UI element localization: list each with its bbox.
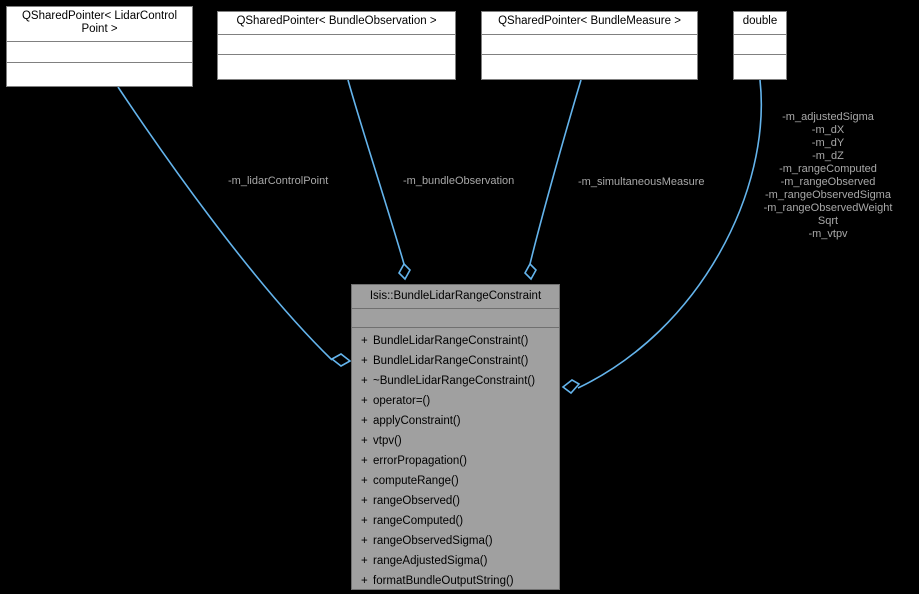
edge-label-double-members: -m_adjustedSigma -m_dX -m_dY -m_dZ -m_ra…	[738, 111, 918, 241]
aggregation-diamond-double-members	[561, 379, 581, 395]
node-title: QSharedPointer< LidarControl Point >	[7, 7, 192, 42]
method-row[interactable]: + BundleLidarRangeConstraint()	[352, 351, 559, 371]
method-visibility: +	[361, 435, 368, 447]
main-class-methods-compartment: + BundleLidarRangeConstraint() + BundleLid…	[352, 328, 559, 594]
method-row[interactable]: + vtpv()	[352, 431, 559, 451]
node-title: double	[734, 12, 786, 35]
method-visibility: +	[361, 375, 368, 387]
method-label: vtpv()	[373, 435, 402, 447]
double-member-6: -m_rangeObservedSigma	[765, 189, 891, 201]
double-member-8: Sqrt	[817, 215, 839, 227]
node-attributes-compartment	[482, 35, 697, 55]
node-operations-compartment	[734, 55, 786, 79]
method-label: rangeObservedSigma()	[373, 535, 493, 547]
aggregation-diamond-bundle-observation	[398, 262, 411, 281]
method-visibility: +	[361, 475, 368, 487]
method-visibility: +	[361, 455, 368, 467]
method-visibility: +	[361, 415, 368, 427]
double-member-2: -m_dY	[811, 137, 845, 149]
node-operations-compartment	[218, 55, 455, 79]
double-member-3: -m_dZ	[812, 150, 844, 162]
method-label: rangeObserved()	[373, 495, 460, 507]
method-row[interactable]: + rangeObserved()	[352, 491, 559, 511]
method-row[interactable]: + operator=()	[352, 391, 559, 411]
edge-label-lidar-control-point: -m_lidarControlPoint	[228, 175, 329, 187]
edge-double-members	[577, 79, 762, 389]
method-row[interactable]: + formatBundleOutputString()	[352, 571, 559, 591]
method-visibility: +	[361, 495, 368, 507]
double-member-9: -m_vtpv	[808, 228, 848, 240]
node-isis-bundlelidarrangeconstraint[interactable]: Isis::BundleLidarRangeConstraint +Bundle…	[351, 284, 560, 590]
method-visibility: +	[361, 555, 368, 567]
node-operations-compartment	[482, 55, 697, 79]
method-label: ~BundleLidarRangeConstraint()	[373, 375, 536, 387]
double-member-4: -m_rangeComputed	[779, 163, 877, 175]
aggregation-diamond-lidar-control-point	[330, 353, 352, 367]
edge-label-simultaneous-measure: -m_simultaneousMeasure	[578, 176, 705, 188]
node-attributes-compartment	[7, 42, 192, 63]
method-label: BundleLidarRangeConstraint()	[373, 355, 529, 367]
method-label: operator=()	[373, 395, 431, 407]
method-row[interactable]: + ~BundleLidarRangeConstraint()	[352, 371, 559, 391]
node-title-line-1: QSharedPointer< LidarControl	[21, 10, 178, 22]
node-title-line-2: Point >	[81, 23, 118, 35]
main-class-attributes-compartment	[352, 309, 559, 328]
method-row[interactable]: + rangeObservedSigma()	[352, 531, 559, 551]
double-member-0: -m_adjustedSigma	[782, 111, 874, 123]
method-row[interactable]: + computeRange()	[352, 471, 559, 491]
node-operations-compartment	[7, 63, 192, 86]
method-row[interactable]: + rangeComputed()	[352, 511, 559, 531]
method-label: rangeComputed()	[373, 515, 464, 527]
node-qsharedpointer-bundlemeasure[interactable]: QSharedPointer< BundleMeasure >	[481, 11, 698, 80]
method-label: computeRange()	[373, 475, 459, 487]
node-attributes-compartment	[734, 35, 786, 55]
method-visibility: +	[361, 395, 368, 407]
edge-lidar-control-point	[117, 86, 333, 361]
method-visibility: +	[361, 535, 368, 547]
method-row[interactable]: + applyConstraint()	[352, 411, 559, 431]
edge-label-bundle-observation: -m_bundleObservation	[403, 175, 515, 187]
method-label: formatBundleOutputString()	[373, 575, 514, 587]
node-qsharedpointer-bundleobservation[interactable]: QSharedPointer< BundleObservation >	[217, 11, 456, 80]
method-visibility: +	[361, 575, 368, 587]
double-member-5: -m_rangeObserved	[780, 176, 876, 188]
node-attributes-compartment	[218, 35, 455, 55]
method-visibility: +	[361, 515, 368, 527]
double-member-1: -m_dX	[811, 124, 845, 136]
method-label: BundleLidarRangeConstraint()	[373, 335, 529, 347]
double-member-7: -m_rangeObservedWeight	[763, 202, 893, 214]
node-title: QSharedPointer< BundleMeasure >	[482, 12, 697, 35]
edge-simultaneous-measure	[529, 79, 582, 265]
method-label: applyConstraint()	[373, 415, 461, 427]
method-row[interactable]: + rangeAdjustedSigma()	[352, 551, 559, 571]
main-class-title: Isis::BundleLidarRangeConstraint	[352, 285, 559, 309]
method-label: rangeAdjustedSigma()	[373, 555, 488, 567]
method-visibility: +	[361, 355, 368, 367]
aggregation-diamond-simultaneous-measure	[524, 262, 537, 281]
method-label: errorPropagation()	[373, 455, 467, 467]
node-double[interactable]: double	[733, 11, 787, 80]
edge-bundle-observation	[347, 79, 405, 265]
node-qsharedpointer-lidarcontrolpoint[interactable]: QSharedPointer< LidarControl Point >	[6, 6, 193, 87]
node-title: QSharedPointer< BundleObservation >	[218, 12, 455, 35]
method-visibility: +	[361, 335, 368, 347]
method-row[interactable]: + BundleLidarRangeConstraint()	[352, 331, 559, 351]
method-row[interactable]: + errorPropagation()	[352, 451, 559, 471]
